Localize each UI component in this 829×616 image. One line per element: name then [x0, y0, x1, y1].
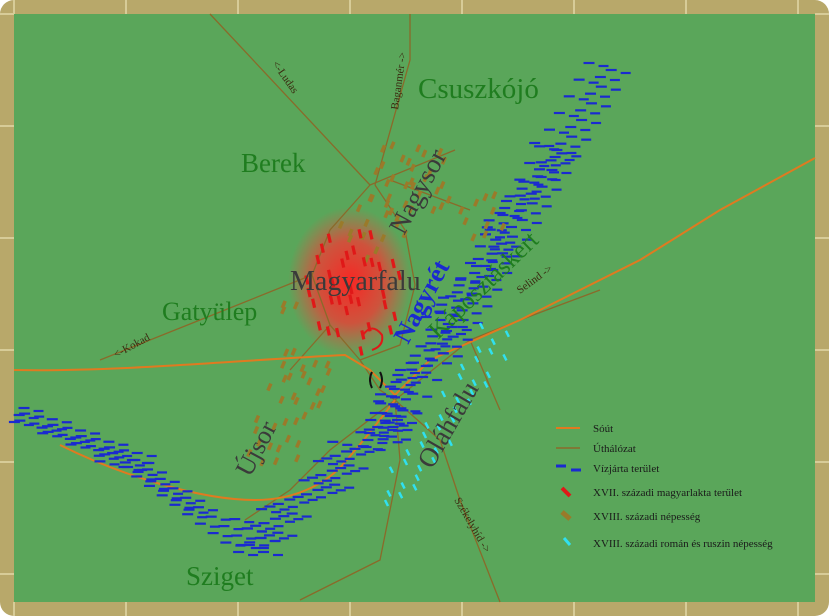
svg-text:Sóút: Sóút — [593, 423, 613, 435]
svg-text:Úthálózat: Úthálózat — [593, 443, 636, 455]
bridge-marks — [369, 371, 383, 389]
district-label-gatyulep: Gatyülep — [162, 297, 257, 326]
legend-item-romanian-ruthenian-18c: XVIII. századi román és ruszin népesség — [562, 537, 773, 550]
red-curve-mark — [362, 327, 384, 351]
legend-item-road-network: Úthálózat — [556, 443, 636, 455]
svg-text:XVIII. századi népesség: XVIII. századi népesség — [593, 511, 701, 523]
salt-road — [13, 157, 816, 397]
map-background — [14, 14, 815, 602]
population-18c-area — [246, 141, 506, 467]
district-label-csuszkojo: Csuszkójó — [418, 73, 539, 105]
legend-item-hungarian-17c: XVII. századi magyarlakta terület — [560, 486, 742, 499]
hungarian-17c-area — [304, 228, 402, 356]
district-label-magyarfalu: Magyarfalu — [290, 266, 421, 297]
romanian-ruthenian-area — [383, 322, 510, 507]
svg-text:XVII. századi magyarlakta terü: XVII. századi magyarlakta terület — [593, 487, 742, 499]
svg-text:Vízjárta terület: Vízjárta terület — [593, 463, 659, 475]
hungarian-core-glow — [288, 207, 412, 357]
legend-item-water: Vízjárta terület — [556, 463, 659, 475]
district-label-sziget: Sziget — [186, 561, 254, 591]
svg-text:XVIII. századi román és ruszin: XVIII. századi román és ruszin népesség — [593, 538, 773, 550]
water-areas — [8, 61, 631, 557]
district-label-berek: Berek — [241, 148, 306, 178]
legend-item-salt-road: Sóút — [556, 423, 613, 435]
legend-item-population-18c: XVIII. századi népesség — [560, 510, 701, 523]
map-legend: Sóút Úthálózat Vízjárta terület XVII. sz… — [556, 423, 773, 550]
